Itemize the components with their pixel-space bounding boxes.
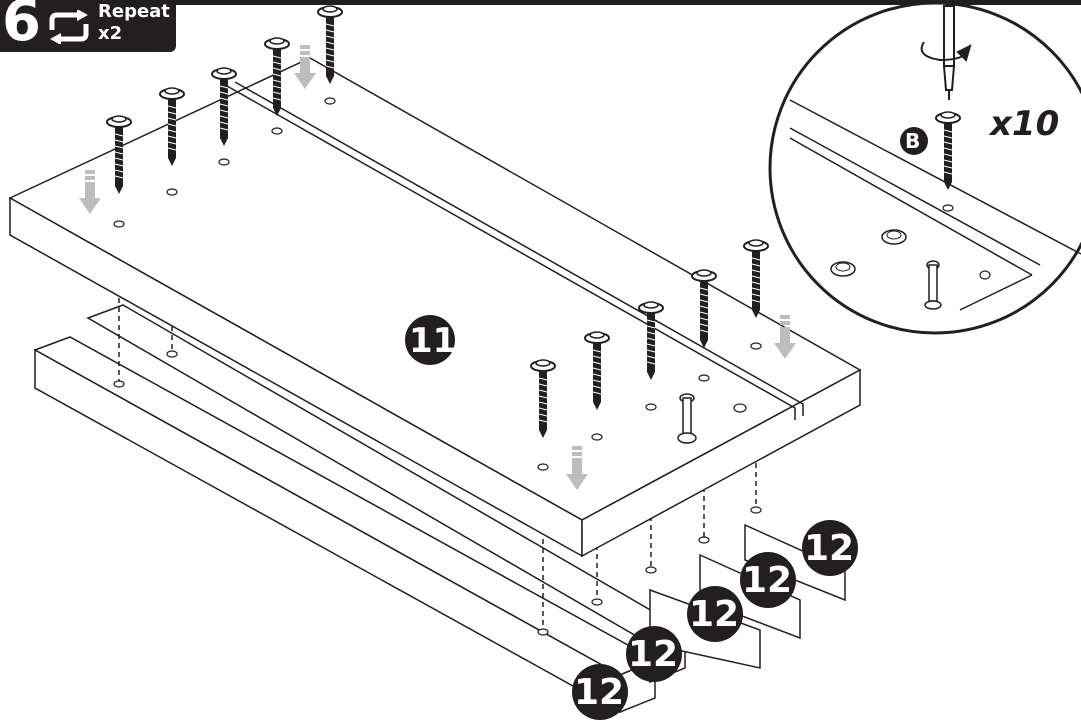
part-11-label: 11 (409, 321, 457, 361)
part-11-badge (405, 315, 455, 365)
step-number: 6 (2, 0, 41, 54)
detail-callout (768, 1, 1081, 335)
screwdriver-icon (920, 5, 972, 100)
repeat-icon (49, 10, 89, 44)
leg-rail (33, 336, 657, 714)
part-12-label: 12 (804, 528, 855, 569)
top-rule (0, 0, 1081, 5)
part-12-label: 12 (574, 672, 625, 713)
panel (8, 57, 862, 558)
part-b-badge (900, 127, 928, 155)
part-12-label: 12 (628, 634, 679, 675)
quantity-label: x10 (990, 104, 1060, 144)
step-header: 6 Repeat x2 (0, 0, 176, 52)
part-12-label: 12 (689, 594, 740, 635)
holes (113, 97, 762, 636)
part-12-label: 12 (742, 560, 793, 601)
cam-bolt (677, 393, 697, 444)
part-b-label: B (905, 129, 921, 153)
repeat-label: Repeat (98, 1, 170, 22)
repeat-count: x2 (98, 23, 123, 44)
